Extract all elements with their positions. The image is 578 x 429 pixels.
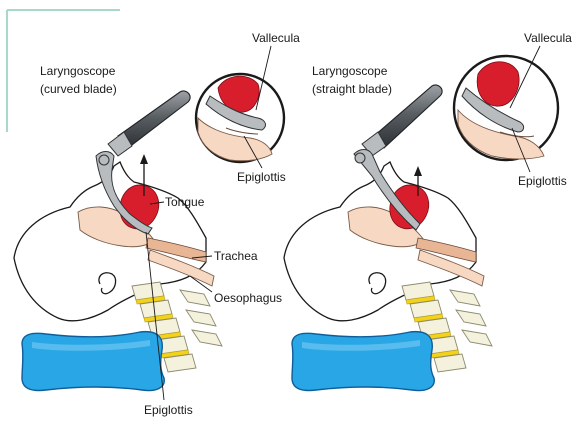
title-line2-right: (straight blade)	[312, 82, 392, 96]
title-line1-right: Laryngoscope	[312, 64, 388, 78]
label-vallecula-right: Vallecula	[524, 31, 572, 45]
head-pillow	[22, 332, 164, 391]
label-epiglottis-inset-right: Epiglottis	[518, 174, 567, 188]
label-oesophagus: Oesophagus	[214, 291, 282, 305]
inset-straight	[454, 56, 558, 160]
title-line2-left: (curved blade)	[40, 82, 117, 96]
left-panel: Laryngoscope (curved blade) Vallecula Ep…	[14, 31, 300, 417]
inset-curved	[196, 74, 284, 162]
label-tongue: Tongue	[165, 195, 205, 209]
label-epiglottis-inset-left: Epiglottis	[237, 170, 286, 184]
right-panel: Laryngoscope (straight blade) Vallecula …	[284, 31, 572, 391]
title-line1-left: Laryngoscope	[40, 64, 116, 78]
head-pillow-right	[292, 332, 434, 391]
label-epiglottis-bottom: Epiglottis	[144, 403, 193, 417]
label-trachea: Trachea	[214, 249, 258, 263]
label-vallecula-left: Vallecula	[252, 31, 300, 45]
